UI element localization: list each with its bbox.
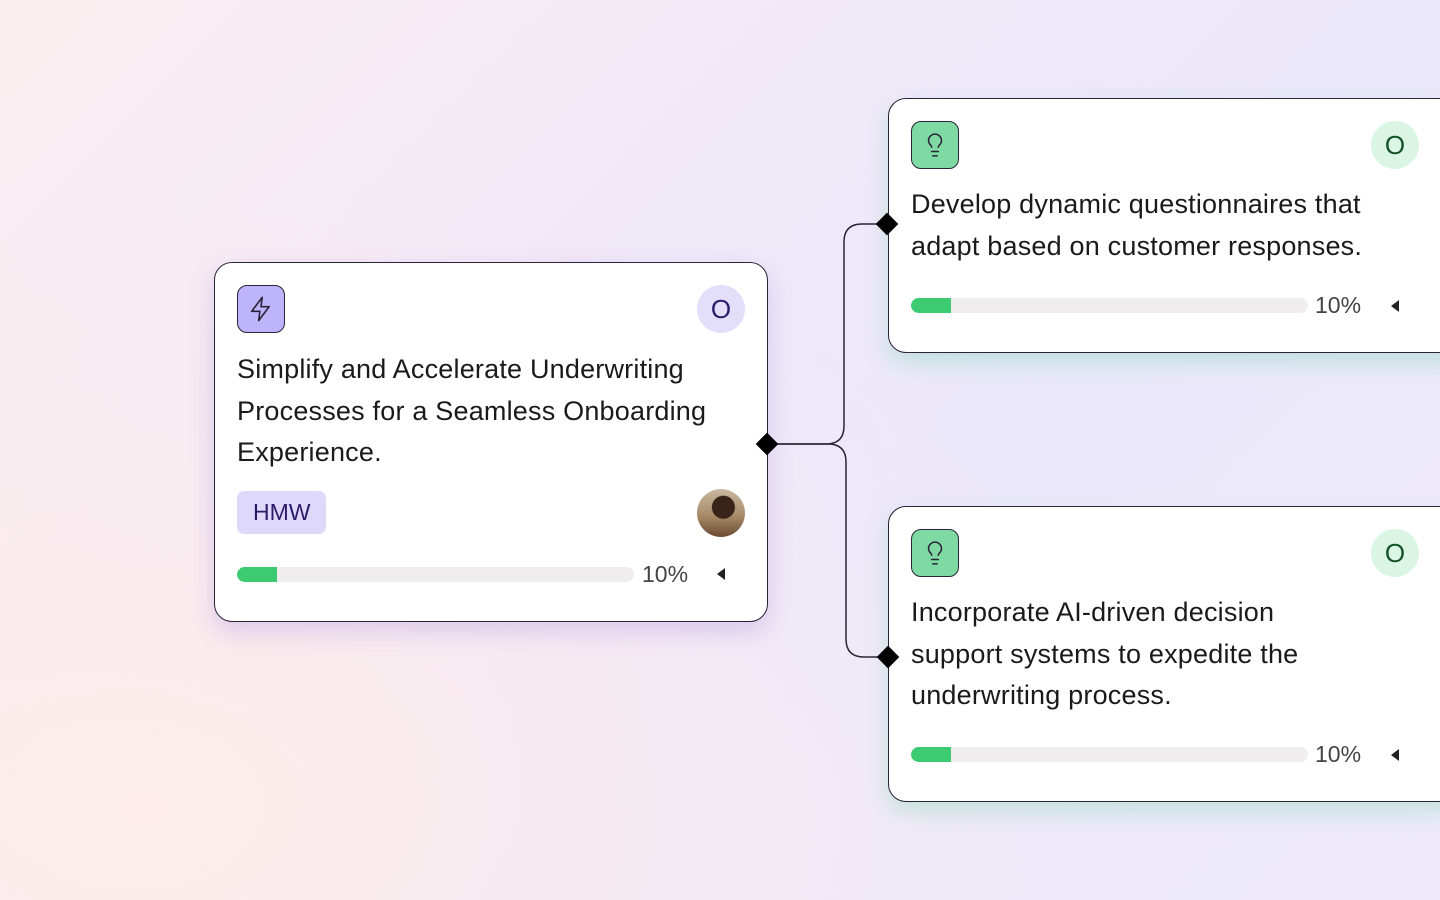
progress-bar — [911, 298, 1308, 313]
avatar[interactable] — [697, 489, 745, 537]
progress-fill — [237, 567, 277, 582]
child-card[interactable]: O Develop dynamic questionnaires that ad… — [888, 98, 1440, 353]
hmw-tag[interactable]: HMW — [237, 491, 327, 534]
lightning-icon — [237, 285, 285, 333]
progress-label: 10% — [1315, 292, 1362, 318]
owner-badge[interactable]: O — [1371, 529, 1419, 577]
collapse-arrow-icon[interactable] — [717, 568, 725, 580]
progress-fill — [911, 298, 951, 313]
owner-badge[interactable]: O — [1371, 121, 1419, 169]
progress-bar — [911, 747, 1308, 762]
progress-label: 10% — [1315, 741, 1362, 767]
card-title: Incorporate AI-driven decision support s… — [911, 597, 1299, 710]
card-title: Develop dynamic questionnaires that adap… — [911, 189, 1363, 261]
main-card[interactable]: O Simplify and Accelerate Underwriting P… — [214, 262, 768, 622]
progress-fill — [911, 747, 951, 762]
owner-badge[interactable]: O — [697, 285, 745, 333]
child-card[interactable]: O Incorporate AI-driven decision support… — [888, 506, 1440, 802]
progress-label: 10% — [642, 561, 689, 587]
lightbulb-icon — [911, 121, 959, 169]
lightbulb-icon — [911, 529, 959, 577]
card-title: Simplify and Accelerate Underwriting Pro… — [237, 354, 707, 467]
collapse-arrow-icon[interactable] — [1391, 300, 1399, 312]
collapse-arrow-icon[interactable] — [1391, 749, 1399, 761]
progress-bar — [237, 567, 634, 582]
